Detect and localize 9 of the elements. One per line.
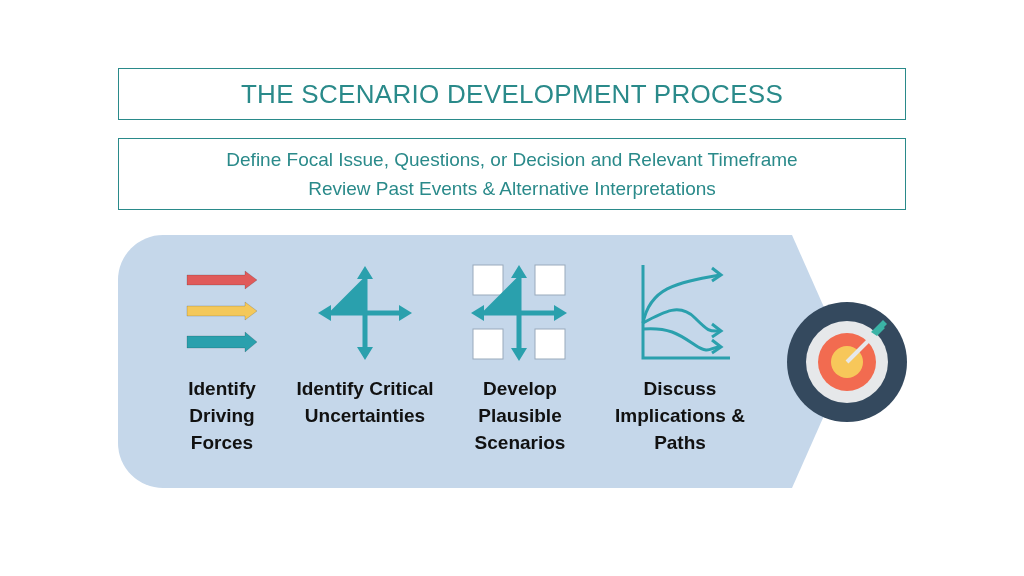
description-text: Define Focal Issue, Questions, or Decision and Relevant Timeframe	[226, 148, 798, 172]
step-label: Identify Driving Forces	[187, 377, 257, 455]
title-box	[118, 68, 906, 120]
step-label: Identify Critical Uncertainties	[295, 377, 435, 428]
step-label: Discuss Implications & Paths	[614, 377, 746, 455]
title-text: THE SCENARIO DEVELOPMENT PROCESS	[240, 78, 784, 110]
step-label: Develop Plausible Scenarios	[473, 377, 567, 455]
description-text: Review Past Events & Alternative Interpretations	[308, 177, 716, 201]
text-box	[118, 138, 906, 210]
